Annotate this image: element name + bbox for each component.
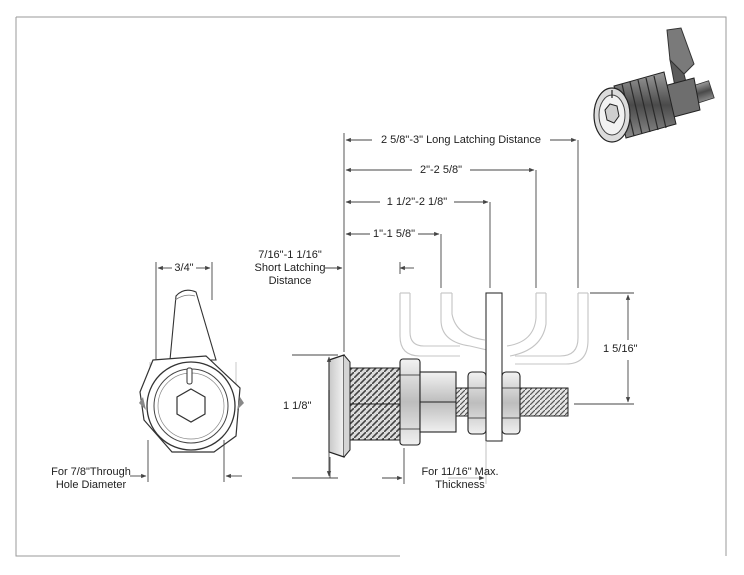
- front-view: [139, 289, 244, 453]
- label-thickness-1: For 11/16" Max.: [421, 466, 499, 478]
- label-short-latching-1: 7/16"-1 1/16": [258, 249, 322, 261]
- drawing-border: [15, 16, 727, 557]
- label-height-1-5-16: 1 5/16": [603, 343, 638, 355]
- cam-lock-3d-render-icon: [593, 27, 715, 143]
- side-view: [328, 292, 589, 458]
- label-2-2-5-8: 2"-2 5/8": [419, 164, 463, 176]
- label-long-latching: 2 5/8"-3" Long Latching Distance: [380, 134, 542, 146]
- label-hole-diameter-1: For 7/8"Through: [51, 466, 131, 478]
- label-thickness-2: Thickness: [435, 479, 485, 491]
- label-short-latching-2: Short Latching: [254, 262, 326, 274]
- label-height-1-1-8: 1 1/8": [283, 400, 312, 412]
- label-short-latching-3: Distance: [268, 275, 312, 287]
- label-hole-diameter-2: Hole Diameter: [55, 479, 127, 491]
- label-1-1-5-8: 1"-1 5/8": [372, 228, 416, 240]
- cam-ghost: [399, 292, 589, 365]
- dimension-lines: [130, 133, 634, 484]
- label-width-3-4: 3/4": [174, 262, 194, 274]
- label-1-5-2-1-8: 1 1/2"-2 1/8": [386, 196, 448, 208]
